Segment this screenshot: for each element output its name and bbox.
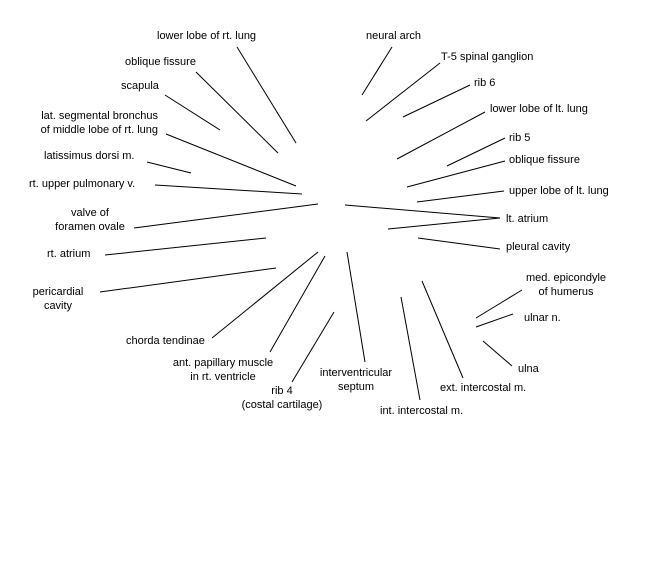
label-med-epicondyle: med. epicondyle of humerus: [526, 271, 606, 299]
leader-line-rt-upper-pulmonary-v: [154, 184, 303, 195]
label-valve-foramen-ovale: valve of foramen ovale: [55, 206, 125, 234]
label-line: (costal cartilage): [241, 399, 323, 411]
leader-line-neural-arch: [361, 46, 393, 96]
leader-line-rib5: [446, 137, 506, 167]
label-lt-atrium: lt. atrium: [506, 213, 549, 225]
label-ant-papillary-muscle: ant. papillary muscle in rt. ventricle: [173, 356, 273, 384]
label-int-intercostal: int. intercostal m.: [380, 405, 464, 417]
label-rib5: rib 5: [509, 132, 531, 144]
leader-line-upper-lobe-lt-lung: [416, 190, 505, 203]
label-line: interventricular: [319, 367, 393, 379]
label-ulna: ulna: [518, 363, 539, 375]
label-line: of middle lobe of rt. lung: [40, 124, 158, 136]
label-neural-arch: neural arch: [366, 30, 422, 42]
leader-line-chorda-tendinae: [211, 251, 319, 339]
leader-line-lower-lobe-rt-lung: [236, 46, 297, 144]
leader-line-oblique-fissure-rt: [195, 71, 279, 154]
label-oblique-fissure-lt: oblique fissure: [509, 154, 580, 166]
label-lower-lobe-lt-lung: lower lobe of lt. lung: [490, 103, 588, 115]
leader-line-med-epicondyle: [475, 289, 523, 319]
leader-line-pleural-cavity: [417, 237, 501, 250]
leader-line-int-intercostal: [400, 296, 421, 401]
label-upper-lobe-lt-lung: upper lobe of lt. lung: [509, 185, 609, 197]
label-oblique-fissure-rt: oblique fissure: [125, 56, 196, 68]
label-interventricular-septum: interventricular septum: [320, 366, 392, 394]
leader-line-lt-atrium-a: [344, 204, 501, 219]
label-line: valve of: [71, 207, 109, 219]
label-line: rib 4: [271, 385, 293, 397]
leader-line-t5-spinal-ganglion: [365, 62, 441, 122]
label-line: med. epicondyle: [525, 272, 607, 284]
leader-line-oblique-fissure-lt: [406, 160, 506, 188]
label-line: foramen ovale: [55, 221, 125, 233]
leader-line-lat-segmental-bronchus: [165, 133, 297, 187]
leader-line-lower-lobe-lt-lung: [396, 111, 486, 160]
label-scapula: scapula: [121, 80, 159, 92]
leader-line-interventricular-septum: [346, 251, 366, 363]
label-line: lat. segmental bronchus: [41, 110, 158, 122]
label-ext-intercostal: ext. intercostal m.: [440, 382, 527, 394]
label-lower-lobe-rt-lung: lower lobe of rt. lung: [157, 30, 257, 42]
label-line: cavity: [43, 300, 73, 312]
leader-line-rib6: [402, 84, 471, 118]
label-latissimus-dorsi: latissimus dorsi m.: [44, 150, 135, 162]
leader-line-rib4: [291, 311, 335, 383]
label-pleural-cavity: pleural cavity: [506, 241, 571, 253]
label-line: septum: [337, 381, 375, 393]
leader-line-lt-atrium-b: [387, 217, 501, 230]
label-lat-segmental-bronchus: lat. segmental bronchus of middle lobe o…: [41, 109, 158, 137]
label-line: pericardial: [32, 286, 84, 298]
label-line: in rt. ventricle: [190, 371, 256, 383]
leader-line-ulna: [482, 340, 513, 367]
leader-line-valve-foramen-ovale: [133, 203, 319, 229]
leader-line-ant-papillary: [269, 255, 326, 353]
label-rt-upper-pulmonary-v: rt. upper pulmonary v.: [29, 178, 136, 190]
label-chorda-tendinae: chorda tendinae: [126, 335, 205, 347]
label-line: ant. papillary muscle: [172, 357, 274, 369]
label-rib4: rib 4 (costal cartilage): [242, 384, 323, 412]
label-rib6: rib 6: [474, 77, 496, 89]
leader-line-rt-atrium: [104, 237, 267, 256]
label-pericardial-cavity: pericardial cavity: [33, 285, 84, 313]
leader-line-ulnar-n: [475, 313, 514, 328]
label-t5-spinal-ganglion: T-5 spinal ganglion: [441, 51, 534, 63]
leader-line-pericardial-cavity: [99, 267, 277, 293]
leader-line-ext-intercostal: [421, 280, 464, 379]
label-rt-atrium: rt. atrium: [47, 248, 91, 260]
label-ulnar-n: ulnar n.: [524, 312, 561, 324]
label-line: of humerus: [538, 286, 594, 298]
leader-line-latissimus-dorsi: [146, 161, 192, 174]
leader-line-scapula: [164, 94, 221, 131]
